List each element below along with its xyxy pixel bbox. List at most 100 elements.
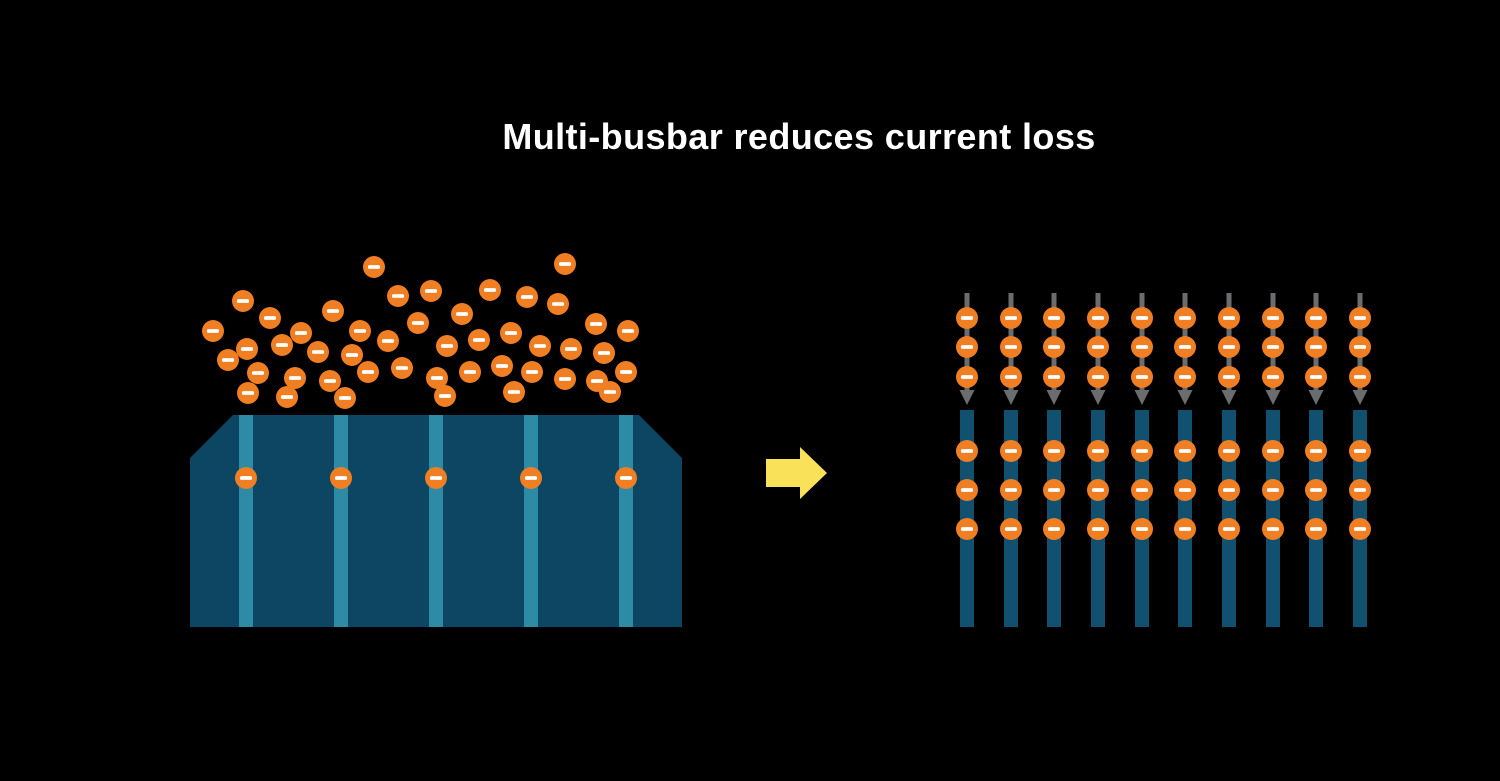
- busbar-electron-icon: [520, 467, 542, 489]
- electron-icon: [554, 253, 576, 275]
- electron-icon: [319, 370, 341, 392]
- electron-icon: [1262, 440, 1284, 462]
- electron-icon: [407, 312, 429, 334]
- electron-icon: [617, 320, 639, 342]
- electron-icon: [451, 303, 473, 325]
- left-busbar-stripe: [239, 415, 253, 627]
- electron-icon: [1262, 336, 1284, 358]
- electron-icon: [1131, 366, 1153, 388]
- electron-icon: [1349, 366, 1371, 388]
- electron-icon: [1262, 518, 1284, 540]
- electron-icon: [1000, 366, 1022, 388]
- electron-icon: [1174, 336, 1196, 358]
- electron-icon: [1174, 366, 1196, 388]
- scattered-electron-cloud: [202, 253, 639, 409]
- left-busbar-stripe: [619, 415, 633, 627]
- electron-icon: [459, 361, 481, 383]
- electron-icon: [1349, 479, 1371, 501]
- electron-icon: [1087, 307, 1109, 329]
- electron-icon: [217, 349, 239, 371]
- electron-icon: [237, 382, 259, 404]
- electron-icon: [593, 342, 615, 364]
- electron-icon: [1043, 479, 1065, 501]
- electron-icon: [956, 336, 978, 358]
- electron-icon: [357, 361, 379, 383]
- electron-icon: [232, 290, 254, 312]
- right-multi-busbar: [956, 293, 1371, 627]
- electron-icon: [290, 322, 312, 344]
- electron-icon: [1087, 479, 1109, 501]
- electron-icon: [479, 279, 501, 301]
- electron-icon: [500, 322, 522, 344]
- electron-icon: [1087, 440, 1109, 462]
- electron-icon: [341, 344, 363, 366]
- flow-arrow-icon: [766, 447, 827, 499]
- electron-icon: [1305, 440, 1327, 462]
- electron-icon: [585, 313, 607, 335]
- electron-icon: [334, 387, 356, 409]
- electron-icon: [1131, 518, 1153, 540]
- electron-icon: [503, 381, 525, 403]
- electron-icon: [529, 335, 551, 357]
- electron-icon: [434, 385, 456, 407]
- electron-icon: [1262, 479, 1284, 501]
- electron-icon: [1218, 366, 1240, 388]
- electron-icon: [1043, 518, 1065, 540]
- electron-icon: [1000, 479, 1022, 501]
- electron-icon: [420, 280, 442, 302]
- electron-icon: [956, 307, 978, 329]
- electron-icon: [391, 357, 413, 379]
- electron-icon: [363, 256, 385, 278]
- electron-icon: [1000, 307, 1022, 329]
- electron-icon: [1174, 307, 1196, 329]
- left-busbar-stripe: [334, 415, 348, 627]
- electron-icon: [202, 320, 224, 342]
- electron-icon: [271, 334, 293, 356]
- electron-icon: [1043, 366, 1065, 388]
- electron-icon: [1349, 336, 1371, 358]
- electron-icon: [1305, 336, 1327, 358]
- electron-icon: [956, 518, 978, 540]
- electron-icon: [554, 368, 576, 390]
- busbar-electron-icon: [615, 467, 637, 489]
- electron-icon: [426, 367, 448, 389]
- electron-icon: [1349, 307, 1371, 329]
- electron-icon: [547, 293, 569, 315]
- electron-icon: [1262, 366, 1284, 388]
- electron-icon: [1349, 518, 1371, 540]
- diagram-title: Multi-busbar reduces current loss: [502, 116, 1096, 157]
- electron-icon: [1174, 440, 1196, 462]
- electron-icon: [1305, 307, 1327, 329]
- electron-icon: [1087, 366, 1109, 388]
- left-solar-cell: [190, 415, 682, 627]
- electron-icon: [956, 440, 978, 462]
- electron-icon: [1000, 440, 1022, 462]
- electron-icon: [1218, 307, 1240, 329]
- busbar-electron-icon: [425, 467, 447, 489]
- electron-icon: [1000, 518, 1022, 540]
- electron-icon: [322, 300, 344, 322]
- electron-icon: [1218, 518, 1240, 540]
- electron-icon: [615, 361, 637, 383]
- electron-icon: [1174, 518, 1196, 540]
- electron-icon: [1349, 440, 1371, 462]
- electron-icon: [1043, 336, 1065, 358]
- electron-icon: [956, 366, 978, 388]
- electron-icon: [1305, 479, 1327, 501]
- electron-icon: [1218, 479, 1240, 501]
- electron-icon: [1087, 518, 1109, 540]
- electron-icon: [1305, 366, 1327, 388]
- electron-icon: [1218, 440, 1240, 462]
- electron-icon: [236, 338, 258, 360]
- busbar-electron-icon: [330, 467, 352, 489]
- electron-icon: [1131, 307, 1153, 329]
- electron-icon: [516, 286, 538, 308]
- electron-icon: [1043, 440, 1065, 462]
- electron-icon: [560, 338, 582, 360]
- electron-icon: [491, 355, 513, 377]
- left-busbar-stripe: [524, 415, 538, 627]
- electron-icon: [1305, 518, 1327, 540]
- electron-icon: [307, 341, 329, 363]
- electron-icon: [377, 330, 399, 352]
